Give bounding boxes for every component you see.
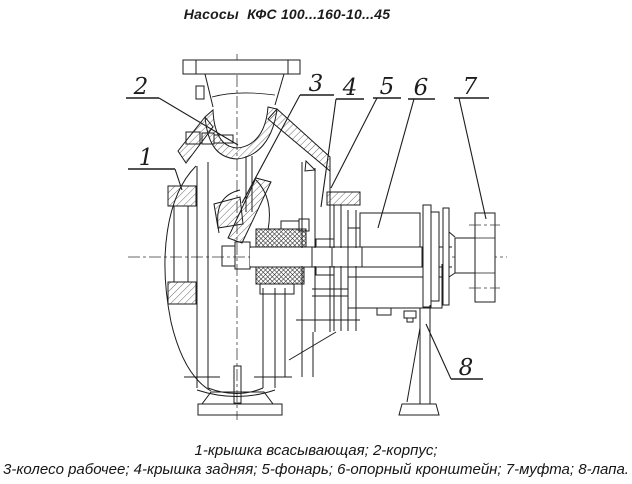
callout-3: 3 bbox=[241, 71, 334, 204]
callout-6: 6 bbox=[377, 75, 435, 229]
callout-2-number: 2 bbox=[133, 74, 149, 100]
part-bearing-bracket bbox=[347, 204, 450, 323]
centerlines bbox=[128, 54, 507, 420]
part-stuffing-box bbox=[255, 218, 335, 295]
callout-5-number: 5 bbox=[380, 74, 395, 100]
part-support-leg bbox=[398, 305, 440, 416]
part-shaft bbox=[250, 246, 452, 268]
callout-8-number: 8 bbox=[459, 355, 474, 381]
legend-line-2: 3-колесо рабочее; 4-крышка задняя; 5-фон… bbox=[3, 461, 629, 478]
part-suction-cover bbox=[164, 165, 212, 392]
legend-line-1: 1-крышка всасывающая; 2-корпус; bbox=[194, 442, 438, 459]
part-impeller bbox=[217, 177, 272, 270]
callout-3-number: 3 bbox=[309, 71, 324, 97]
callout-1: 1 bbox=[128, 145, 183, 191]
callout-1-number: 1 bbox=[139, 145, 154, 171]
callout-2: 2 bbox=[126, 74, 239, 146]
callout-5: 5 bbox=[330, 74, 401, 189]
callout-4: 4 bbox=[320, 75, 364, 208]
callout-6-number: 6 bbox=[414, 75, 429, 101]
part-coupling bbox=[448, 212, 500, 303]
callout-4-number: 4 bbox=[342, 75, 358, 101]
part-suction-flange bbox=[182, 59, 301, 108]
callout-7: 7 bbox=[454, 74, 489, 220]
callout-7-number: 7 bbox=[463, 74, 478, 100]
page-title: Насосы КФС 100...160-10...45 bbox=[183, 6, 391, 22]
callout-8: 8 bbox=[425, 323, 483, 381]
